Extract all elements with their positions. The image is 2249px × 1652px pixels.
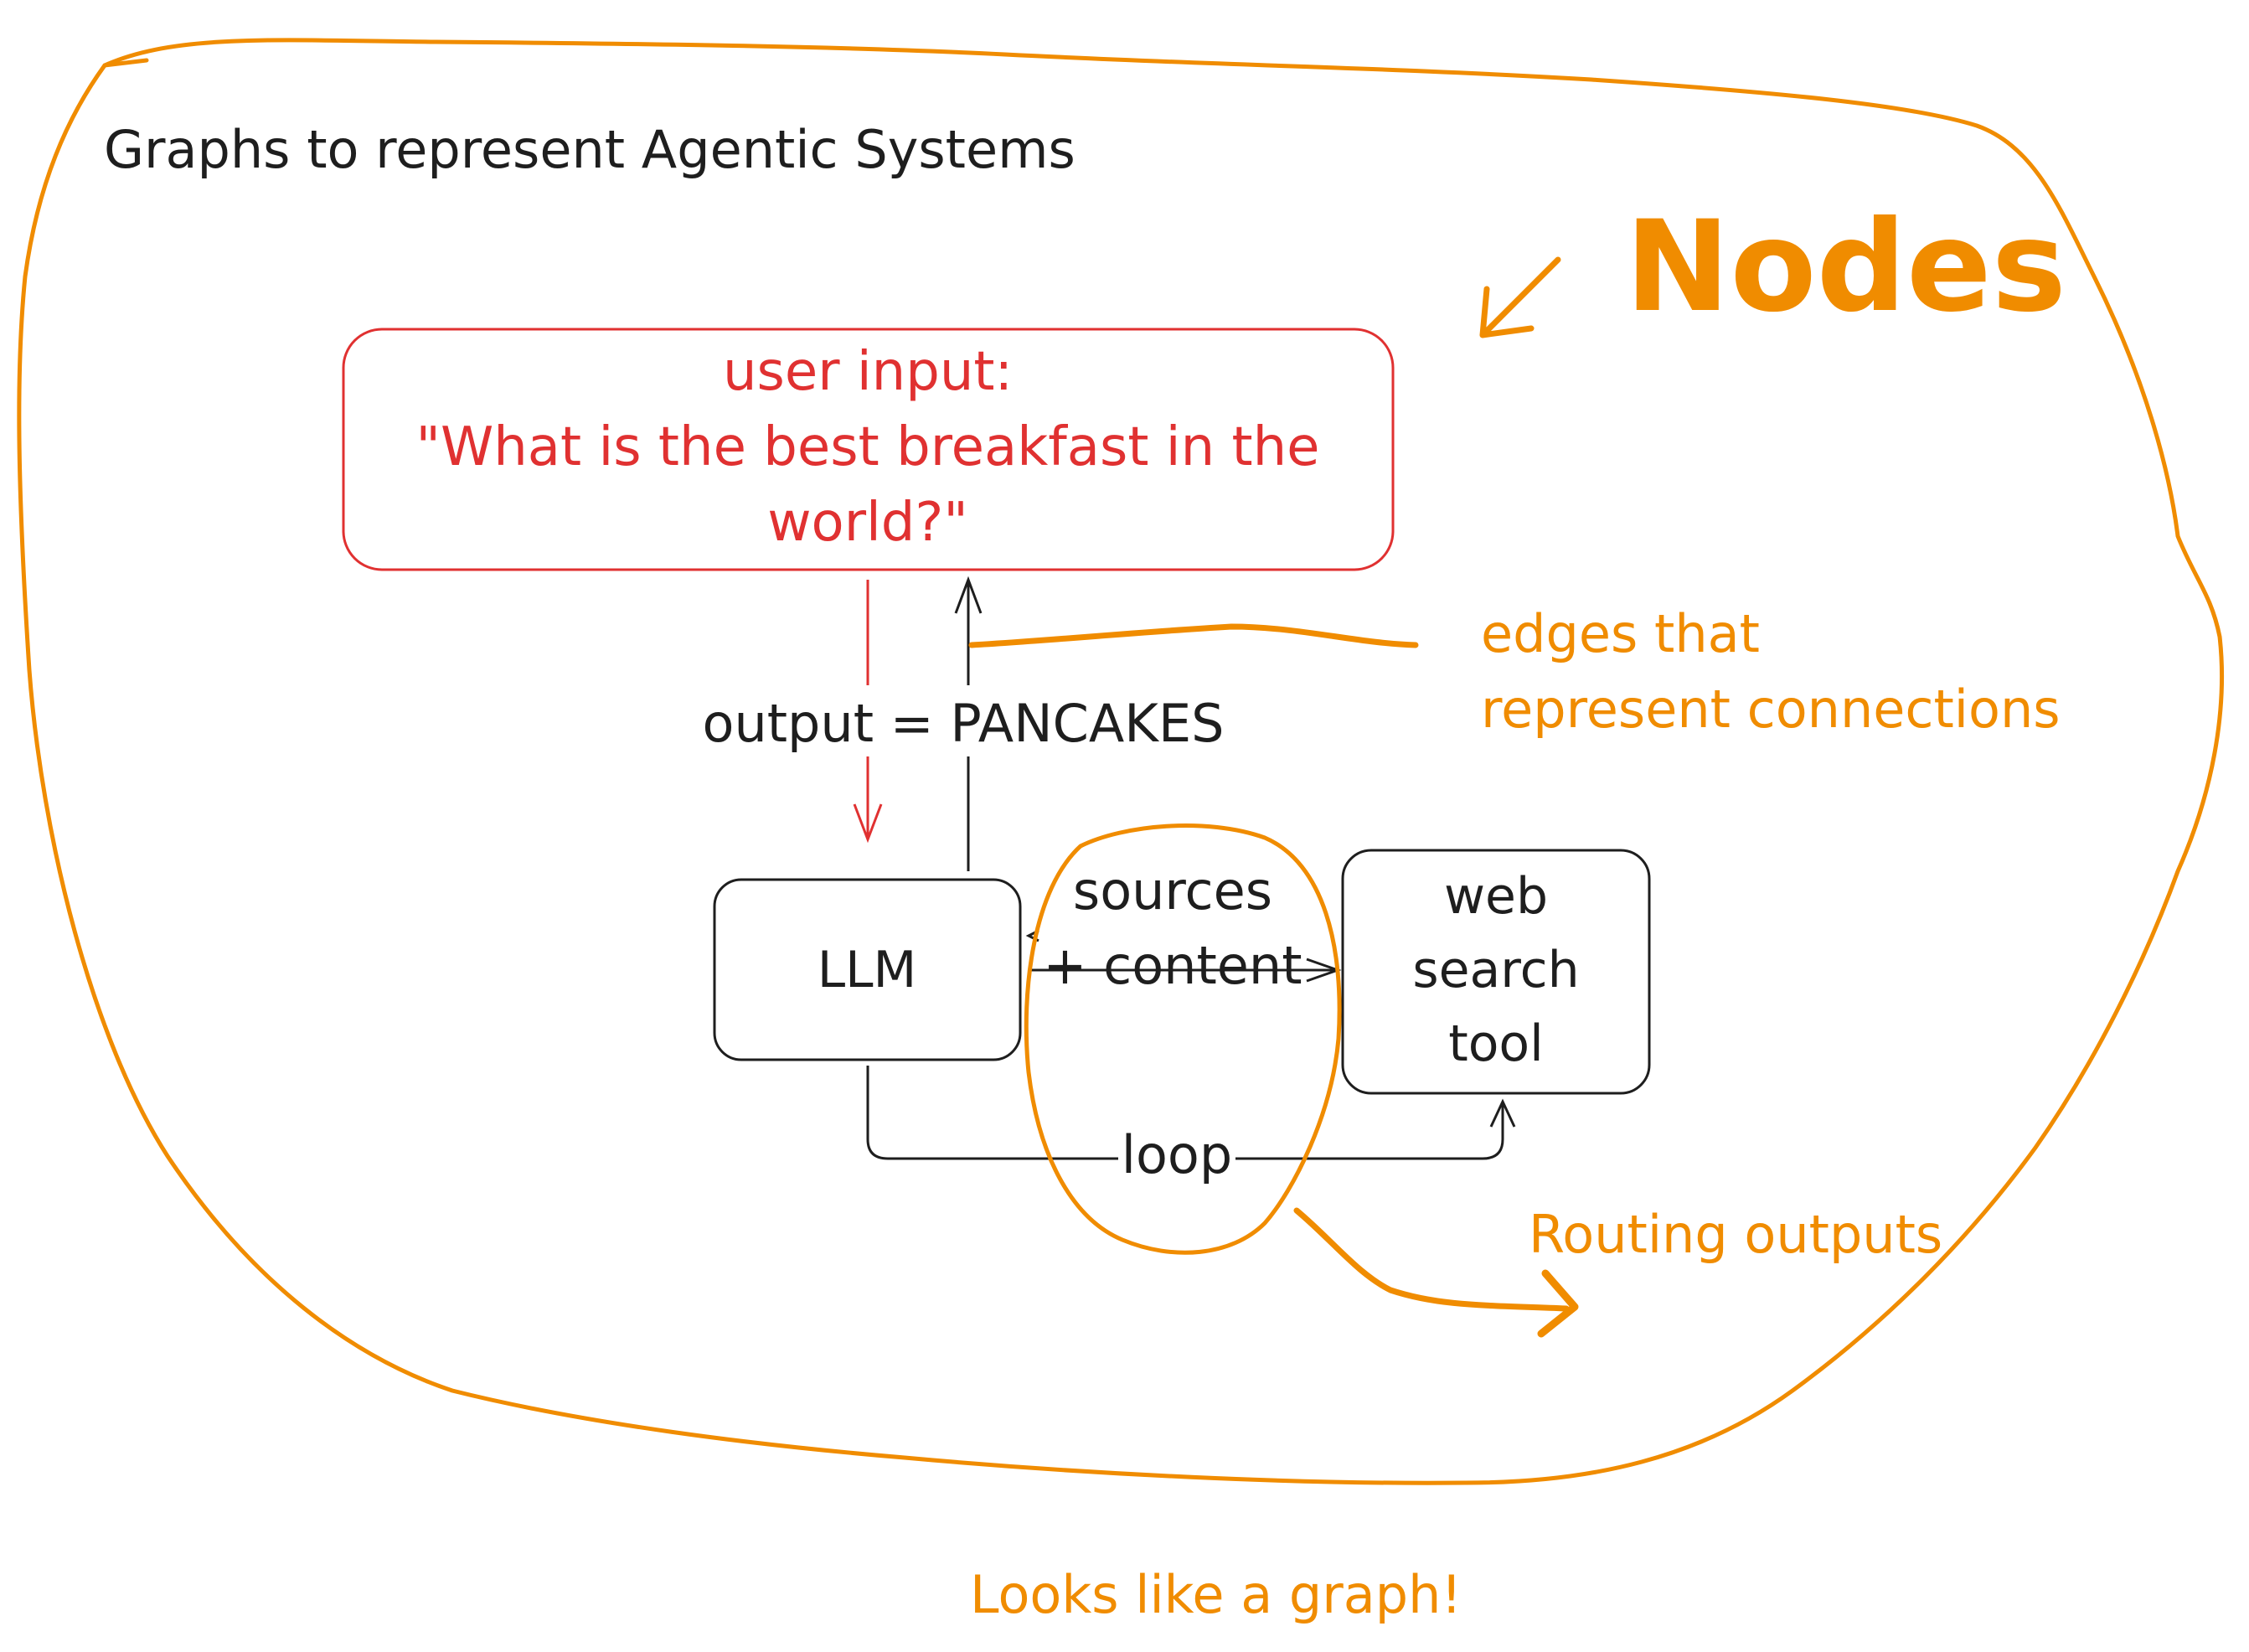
routing-pointer-arrowhead <box>1537 1269 1579 1338</box>
user-input-question-line1: "What is the best breakfast in the <box>416 416 1320 478</box>
user-input-label: user input: <box>723 341 1013 403</box>
edge-loop-label: loop <box>1122 1124 1232 1185</box>
routing-pointer-arrow <box>1293 1207 1570 1312</box>
edge-sources-label-line2: + content <box>1043 935 1302 996</box>
boundary-tail-stroke <box>102 58 149 68</box>
nodes-pointer-arrow <box>1479 256 1561 338</box>
footer-annotation: Looks like a graph! <box>970 1564 1462 1625</box>
routing-highlight-loop <box>1024 823 1342 1255</box>
edge-sources-label-line1: sources <box>1073 860 1272 922</box>
tool-node-label-line1: web <box>1444 867 1548 926</box>
llm-node-label: LLM <box>818 941 917 999</box>
tool-node-label-line2: search <box>1412 941 1579 999</box>
user-input-question-line2: world?" <box>767 492 968 554</box>
diagram-title: Graphs to represent Agentic Systems <box>104 119 1075 180</box>
web-search-tool-node <box>1341 849 1651 1095</box>
edge-loop-arrowhead <box>1489 1098 1516 1128</box>
llm-node <box>713 878 1022 1061</box>
nodes-annotation: Nodes <box>1625 194 2066 340</box>
edges-annotation-line1: edges that <box>1481 603 1760 664</box>
graph-boundary-outline <box>17 38 2225 1485</box>
edges-pointer-stroke <box>968 623 1419 648</box>
edge-input-to-llm-arrowhead <box>853 803 883 844</box>
edges-annotation-line2: represent connections <box>1481 679 2061 740</box>
loop-label-bg <box>1118 1123 1235 1190</box>
tool-node-label-line3: tool <box>1448 1014 1544 1073</box>
routing-annotation: Routing outputs <box>1529 1204 1942 1265</box>
edge-llm-to-output-arrowhead <box>954 576 983 614</box>
user-input-node <box>342 328 1395 571</box>
output-label-bg <box>662 685 1256 756</box>
edge-output-label: output = PANCAKES <box>703 693 1225 754</box>
